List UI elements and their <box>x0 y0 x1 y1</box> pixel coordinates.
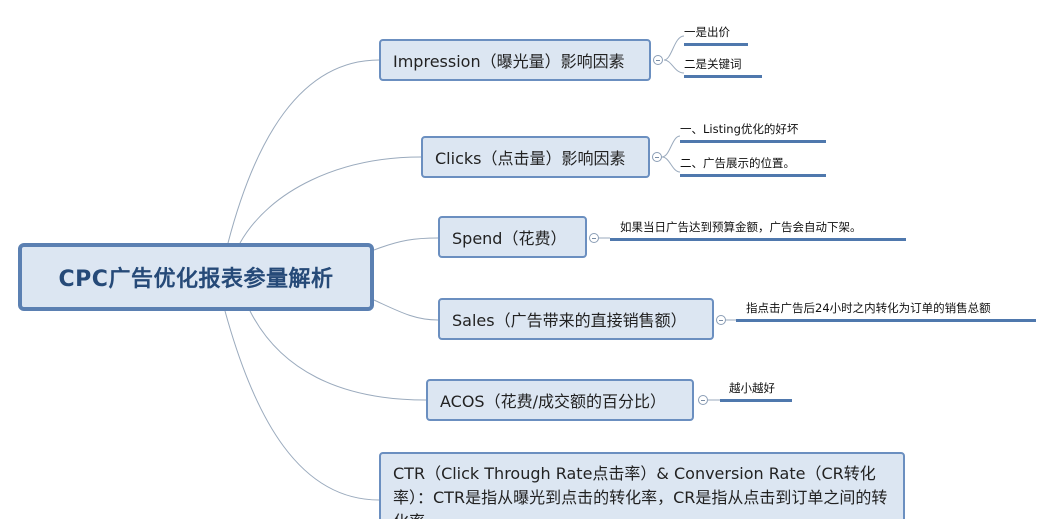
topic-impression-label: Impression（曝光量）影响因素 <box>393 52 625 71</box>
connector-root-spend <box>373 237 439 251</box>
connector-root-acos <box>249 310 427 401</box>
connector-root-ctr <box>224 310 380 501</box>
topic-spend[interactable]: Spend（花费） <box>438 216 587 258</box>
leaf-spend-1[interactable]: 如果当日广告达到预算金额，广告会自动下架。 <box>610 219 906 241</box>
topic-spend-label: Spend（花费） <box>452 229 567 248</box>
topic-acos-label: ACOS（花费/成交额的百分比） <box>440 392 666 411</box>
leaf-impression-1[interactable]: 一是出价 <box>684 24 748 46</box>
collapse-toggle-icon[interactable] <box>589 233 599 243</box>
leaf-clicks-2[interactable]: 二、广告展示的位置。 <box>680 155 826 177</box>
root-label: CPC广告优化报表参量解析 <box>58 267 334 292</box>
topic-impression[interactable]: Impression（曝光量）影响因素 <box>379 39 651 81</box>
connector-root-sales <box>373 299 439 321</box>
connector-root-impression <box>227 59 380 244</box>
leaf-sales-1[interactable]: 指点击广告后24小时之内转化为订单的销售总额 <box>736 300 1036 322</box>
leaf-impression-2[interactable]: 二是关键词 <box>684 56 762 78</box>
topic-sales[interactable]: Sales（广告带来的直接销售额） <box>438 298 714 340</box>
topic-ctr-cr-label: CTR（Click Through Rate点击率）& Conversion R… <box>393 464 888 519</box>
topic-clicks-label: Clicks（点击量）影响因素 <box>435 149 626 168</box>
collapse-toggle-icon[interactable] <box>652 152 662 162</box>
collapse-toggle-icon[interactable] <box>698 395 708 405</box>
topic-clicks[interactable]: Clicks（点击量）影响因素 <box>421 136 650 178</box>
leaf-clicks-1[interactable]: 一、Listing优化的好坏 <box>680 121 826 143</box>
topic-ctr-cr[interactable]: CTR（Click Through Rate点击率）& Conversion R… <box>379 452 905 519</box>
connector-root-clicks <box>239 156 422 244</box>
topic-acos[interactable]: ACOS（花费/成交额的百分比） <box>426 379 694 421</box>
connector-clicks-leaves <box>661 135 681 173</box>
topic-sales-label: Sales（广告带来的直接销售额） <box>452 311 687 330</box>
connector-impression-leaves <box>663 35 685 74</box>
leaf-acos-1[interactable]: 越小越好 <box>720 380 792 402</box>
root-node[interactable]: CPC广告优化报表参量解析 <box>18 243 374 311</box>
collapse-toggle-icon[interactable] <box>653 55 663 65</box>
collapse-toggle-icon[interactable] <box>716 315 726 325</box>
